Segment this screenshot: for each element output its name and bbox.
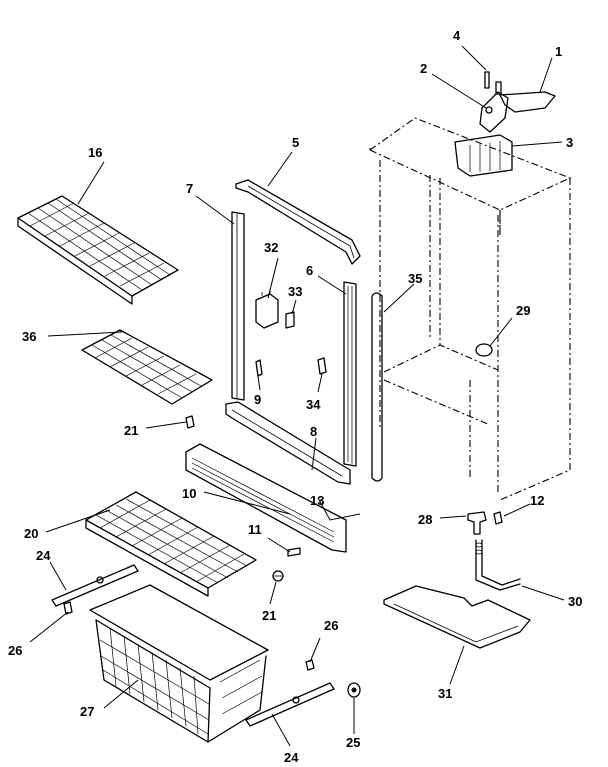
hinge-assembly: [454, 71, 556, 177]
callout-24-upper: 24: [36, 548, 51, 563]
clip-26-upper: [63, 601, 73, 615]
callout-20: 20: [24, 526, 38, 541]
leader-lines: [29, 45, 565, 747]
shelf-16: [17, 195, 179, 305]
callout-4: 4: [453, 28, 461, 43]
switch-32: [255, 290, 279, 329]
callout-26-upper: 26: [8, 643, 22, 658]
callout-31: 31: [438, 686, 452, 701]
callout-32: 32: [264, 240, 278, 255]
callout-25: 25: [346, 735, 360, 750]
grille-10: [185, 443, 347, 553]
callout-13: 13: [310, 493, 324, 508]
gasket-5: [235, 179, 361, 265]
callout-6: 6: [306, 263, 313, 278]
callout-12: 12: [530, 493, 544, 508]
callout-5: 5: [292, 135, 299, 150]
callout-10: 10: [182, 486, 196, 501]
rail-24-lower: [245, 682, 335, 727]
gasket-7: [231, 211, 245, 401]
gasket-6: [343, 281, 357, 467]
bumper-29: [475, 343, 493, 357]
clip-26-lower: [305, 659, 315, 671]
callout-21-upper: 21: [124, 423, 138, 438]
callout-36: 36: [22, 329, 36, 344]
callout-33: 33: [288, 284, 302, 299]
callout-30: 30: [568, 594, 582, 609]
callout-2: 2: [420, 61, 427, 76]
screw-9: [255, 359, 263, 377]
callout-3: 3: [566, 135, 573, 150]
callout-21-lower: 21: [262, 608, 276, 623]
callout-7: 7: [186, 181, 193, 196]
screw-11: [287, 547, 301, 557]
callout-labels: 1 2 3 4 5 6 7 8 9 10 11 12 13 16 20 21 2…: [8, 28, 582, 765]
callout-28: 28: [418, 512, 432, 527]
callout-29: 29: [516, 303, 530, 318]
callout-11: 11: [248, 522, 262, 537]
drain-pan-31: [383, 585, 531, 649]
callout-26-lower: 26: [324, 618, 338, 633]
callout-8: 8: [310, 424, 317, 439]
callout-27: 27: [80, 704, 94, 719]
callout-1: 1: [555, 44, 562, 59]
foot-25: [347, 682, 361, 698]
callout-16: 16: [88, 145, 102, 160]
screw-21-upper: [185, 415, 195, 429]
rail-24-upper: [51, 564, 139, 607]
knob-28: [467, 511, 487, 535]
shelf-20: [85, 491, 257, 597]
screw-21-lower: [272, 570, 284, 582]
clip-33: [285, 311, 295, 329]
drain-tube-30: [475, 539, 521, 591]
callout-34: 34: [306, 397, 321, 412]
callout-24-lower: 24: [284, 750, 299, 765]
clip-34: [317, 357, 327, 375]
callout-9: 9: [254, 392, 261, 407]
mullion-35: [371, 292, 383, 482]
screw-12: [493, 511, 503, 525]
shelf-36: [81, 329, 213, 405]
callout-35: 35: [408, 271, 422, 286]
gasket-8: [225, 401, 351, 485]
basket-27: [89, 584, 269, 743]
